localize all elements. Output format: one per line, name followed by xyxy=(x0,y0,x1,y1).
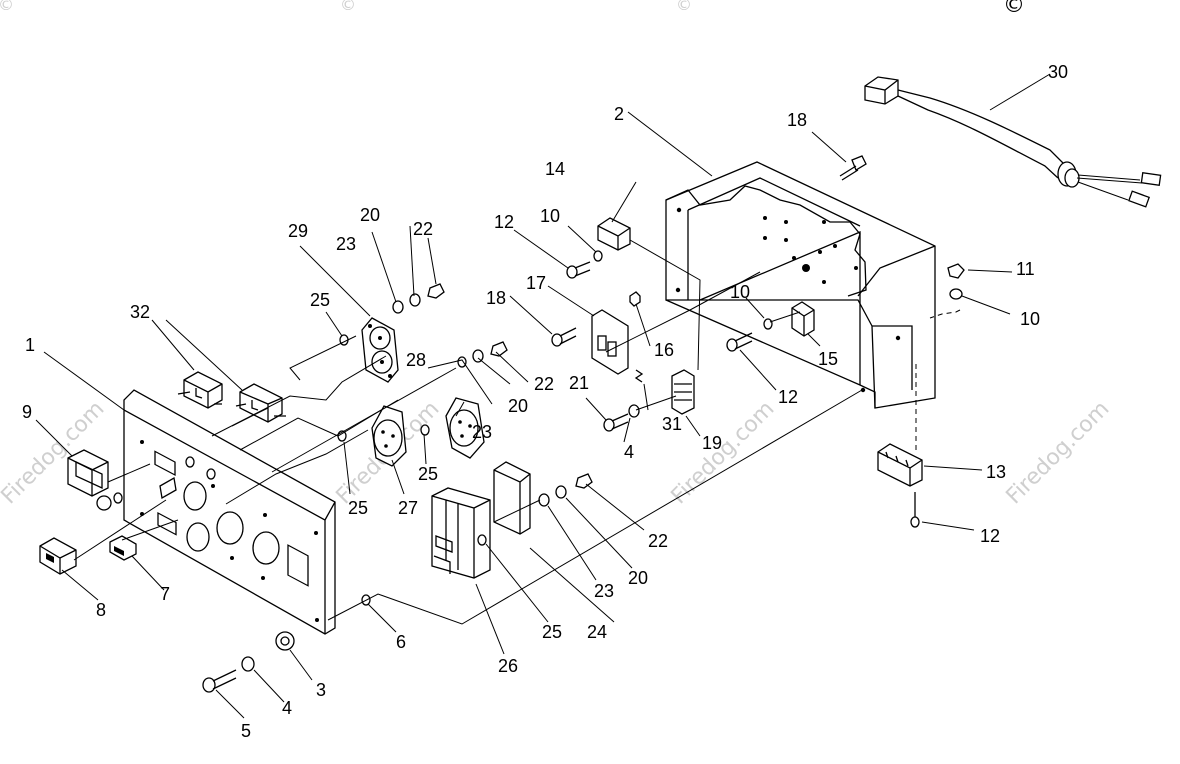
callout-25: 25 xyxy=(348,498,368,518)
callout-6: 6 xyxy=(396,632,406,652)
leader-lines xyxy=(35,73,1051,719)
screw-18-top xyxy=(839,155,867,181)
callout-30: 30 xyxy=(1048,62,1068,82)
control-box-housing-2 xyxy=(665,161,936,409)
callout-23: 23 xyxy=(594,581,614,601)
screw-12-top xyxy=(566,261,591,279)
sensor-14 xyxy=(597,217,631,251)
copyright-mark: © xyxy=(1003,0,1025,18)
screw-21 xyxy=(603,413,629,432)
callout-15: 15 xyxy=(818,349,838,369)
callout-22: 22 xyxy=(413,219,433,239)
outlet-cover-9 xyxy=(67,449,109,497)
watermark-copyright: © xyxy=(676,0,692,14)
assembly-guide-lines xyxy=(73,239,961,625)
callout-32: 32 xyxy=(130,302,150,322)
spring-31 xyxy=(634,369,644,383)
watermark-copyright: © xyxy=(340,0,356,14)
callout-26: 26 xyxy=(498,656,518,676)
callout-20: 20 xyxy=(628,568,648,588)
callout-12: 12 xyxy=(778,387,798,407)
callout-9: 9 xyxy=(22,402,32,422)
twist-lock-receptacle-27 xyxy=(371,405,407,467)
callout-12: 12 xyxy=(494,212,514,232)
callout-27: 27 xyxy=(398,498,418,518)
callout-7: 7 xyxy=(160,584,170,604)
circuit-board-17 xyxy=(591,309,629,375)
callout-20: 20 xyxy=(508,396,528,416)
callout-5: 5 xyxy=(241,721,251,741)
breaker-bracket-24 xyxy=(493,461,531,535)
callout-3: 3 xyxy=(316,680,326,700)
callout-16: 16 xyxy=(654,340,674,360)
callout-18: 18 xyxy=(787,110,807,130)
callout-31: 31 xyxy=(662,414,682,434)
callout-21: 21 xyxy=(569,373,589,393)
callout-10: 10 xyxy=(730,282,750,302)
callout-20: 20 xyxy=(360,205,380,225)
screw-18-mid xyxy=(551,327,577,347)
duplex-receptacle-29 xyxy=(361,317,399,383)
washer-9 xyxy=(113,492,123,504)
callout-13: 13 xyxy=(986,462,1006,482)
callout-19: 19 xyxy=(702,433,722,453)
callout-17: 17 xyxy=(526,273,546,293)
nut-ring-9 xyxy=(96,495,112,511)
callout-1: 1 xyxy=(25,335,35,355)
front-panel-1 xyxy=(123,389,336,635)
circuit-breakers-32 xyxy=(177,371,286,423)
callout-10: 10 xyxy=(540,206,560,226)
callout-25: 25 xyxy=(418,464,438,484)
callout-14: 14 xyxy=(545,159,565,179)
screw-5 xyxy=(202,669,237,693)
rocker-switch-7 xyxy=(109,535,137,561)
screw-12-mid xyxy=(726,332,753,352)
twist-lock-receptacle-28 xyxy=(445,397,485,459)
screw-12-bottom xyxy=(910,492,920,528)
callout-24: 24 xyxy=(587,622,607,642)
callout-4: 4 xyxy=(624,442,634,462)
callout-23: 23 xyxy=(472,422,492,442)
watermark-text: Firedog.com xyxy=(1002,396,1115,509)
spacer-16 xyxy=(629,291,641,307)
outlet-8 xyxy=(39,537,77,575)
callout-12: 12 xyxy=(980,526,1000,546)
washers-and-nuts xyxy=(241,250,965,672)
callout-11: 11 xyxy=(1016,259,1035,279)
callout-4: 4 xyxy=(282,698,292,718)
callout-22: 22 xyxy=(534,374,554,394)
callout-10: 10 xyxy=(1020,309,1040,329)
watermark-copyright: © xyxy=(0,0,14,14)
callout-25: 25 xyxy=(310,290,330,310)
callout-labels: 1 2 3 4 4 5 6 7 8 9 10 10 10 11 12 12 12… xyxy=(22,62,1068,741)
terminal-block-19 xyxy=(671,369,695,415)
callout-29: 29 xyxy=(288,221,308,241)
callout-23: 23 xyxy=(336,234,356,254)
cover-13 xyxy=(877,443,923,487)
callout-2: 2 xyxy=(614,104,624,124)
main-breaker-26 xyxy=(431,487,491,579)
callout-18: 18 xyxy=(486,288,506,308)
switch-15 xyxy=(791,301,815,337)
callout-22: 22 xyxy=(648,531,668,551)
wire-harness-30 xyxy=(864,76,1162,208)
callout-25: 25 xyxy=(542,622,562,642)
callout-8: 8 xyxy=(96,600,106,620)
callout-28: 28 xyxy=(406,350,426,370)
